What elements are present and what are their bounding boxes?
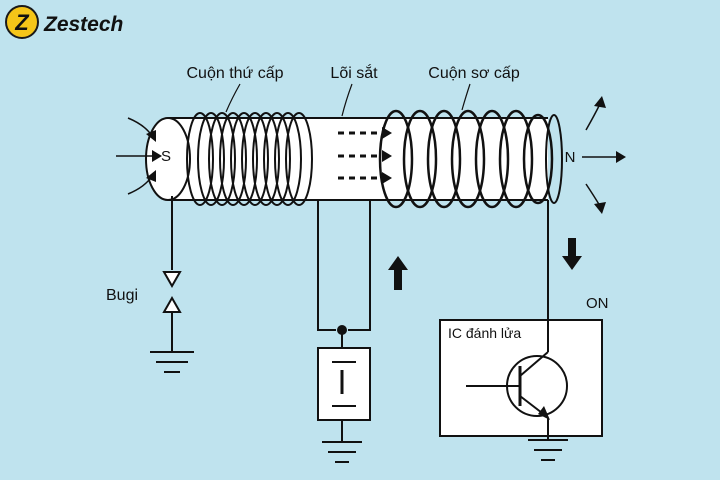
- flux-arrowhead: [382, 127, 392, 139]
- secondary-turn: [197, 112, 225, 206]
- secondary-turn: [274, 112, 302, 206]
- iron-core-leader: [341, 83, 353, 117]
- transistor-symbol: [466, 351, 568, 420]
- primary-coil: [378, 109, 554, 209]
- north-pole-label: N: [565, 149, 576, 166]
- spark-plug-label: Bugi: [106, 287, 138, 304]
- field-arrowhead: [594, 96, 606, 108]
- emitter-arrowhead: [538, 406, 550, 420]
- secondary-turn: [252, 112, 280, 206]
- flux-arrowhead: [382, 172, 392, 184]
- primary-turn: [522, 113, 554, 205]
- spark-plug-electrode-bottom: [162, 295, 182, 313]
- secondary-turn: [241, 112, 269, 206]
- wire: [317, 200, 336, 331]
- arrow-shape: [562, 238, 582, 270]
- primary-turn: [450, 109, 486, 209]
- secondary-turn: [285, 112, 313, 206]
- spark-plug-electrode-top: [162, 271, 182, 289]
- field-arrowhead: [146, 170, 156, 182]
- primary-turn: [402, 109, 438, 209]
- current-up-arrow: [388, 256, 408, 290]
- flux-arrowhead: [382, 150, 392, 162]
- core-left-face: [145, 117, 191, 201]
- ic-label: IC đánh lửa: [448, 325, 521, 341]
- igniter-ic: IC đánh lửa: [439, 319, 603, 440]
- current-down-arrow: [562, 238, 582, 270]
- brand-logo: Z Zestech: [5, 5, 123, 39]
- switch-state-label: ON: [586, 295, 609, 312]
- battery: [317, 347, 371, 463]
- brand-name: Zestech: [43, 13, 123, 36]
- field-arrowhead: [152, 150, 162, 162]
- logo-badge: [5, 5, 39, 39]
- ground-symbol: [150, 351, 194, 373]
- battery-feed-wires: [317, 200, 371, 348]
- wire-junction: [337, 325, 347, 335]
- field-arrowhead: [616, 151, 626, 163]
- south-pole-field: [116, 117, 162, 195]
- transistor-collector: [519, 351, 549, 377]
- primary-turn: [426, 109, 462, 209]
- south-pole-label: S: [161, 148, 171, 165]
- secondary-turn: [263, 112, 291, 206]
- flux-arrows: [338, 127, 392, 184]
- logo-letter: Z: [14, 10, 30, 35]
- arrow-shape: [388, 256, 408, 290]
- secondary-turn: [230, 112, 258, 206]
- secondary-coil: [186, 112, 313, 206]
- core-right-face: [545, 114, 563, 204]
- primary-turn: [498, 109, 534, 209]
- primary-coil-label: Cuộn sơ cấp: [428, 65, 520, 82]
- secondary-coil-label: Cuộn thứ cấp: [187, 65, 284, 82]
- field-arrowhead: [146, 130, 156, 142]
- primary-coil-leader: [461, 83, 471, 111]
- secondary-turn: [219, 112, 247, 206]
- iron-core-label: Lõi sắt: [330, 63, 378, 82]
- field-line: [585, 183, 601, 207]
- battery-case: [317, 347, 371, 421]
- secondary-turn: [208, 112, 236, 206]
- field-arrowhead: [594, 202, 606, 214]
- primary-turn: [378, 109, 414, 209]
- secondary-coil-leader: [225, 83, 241, 113]
- wire: [348, 200, 371, 331]
- primary-turn: [474, 109, 510, 209]
- ic-ground-symbol: [528, 439, 568, 461]
- spark-plug-circuit: [162, 196, 182, 352]
- secondary-turn: [186, 112, 214, 206]
- field-line: [585, 103, 601, 131]
- iron-core: [145, 117, 548, 201]
- north-pole-field: [582, 96, 626, 214]
